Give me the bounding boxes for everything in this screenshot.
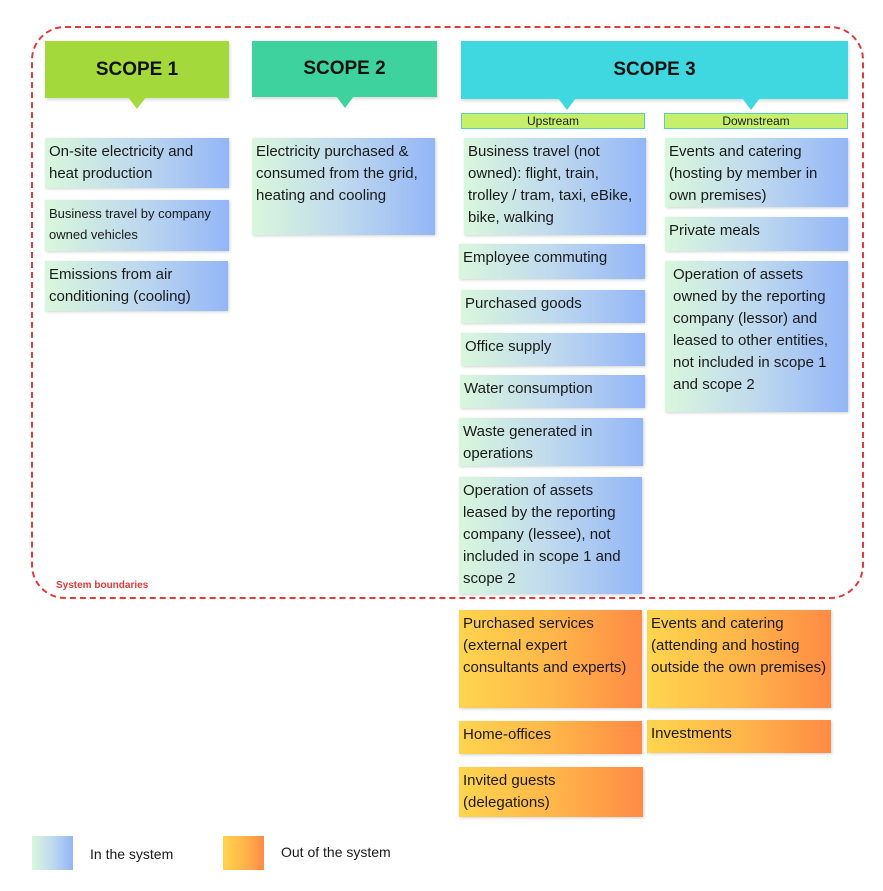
outside-upstream-item: Purchased services (external expert cons… bbox=[459, 610, 642, 708]
legend-out-label: Out of the system bbox=[281, 844, 391, 860]
upstream-item: Employee commuting bbox=[459, 244, 645, 279]
upstream-item: Waste generated in operations bbox=[459, 418, 643, 466]
legend-in-label: In the system bbox=[90, 846, 174, 862]
outside-downstream-item: Investments bbox=[647, 720, 831, 753]
upstream-item: Business travel (not owned): flight, tra… bbox=[464, 138, 646, 235]
upstream-item: Office supply bbox=[461, 333, 645, 366]
scope2-header: SCOPE 2 bbox=[252, 41, 437, 108]
scope3-title: SCOPE 3 bbox=[613, 59, 696, 80]
scope1-title: SCOPE 1 bbox=[95, 58, 179, 80]
outside-upstream-item: Invited guests (delegations) bbox=[459, 767, 643, 817]
scope2-item: Electricity purchased & consumed from th… bbox=[252, 138, 435, 235]
scope3-upstream-pointer bbox=[558, 98, 576, 110]
scope1-item: Business travel by company owned vehicle… bbox=[45, 200, 229, 251]
scope1-item: Emissions from air conditioning (cooling… bbox=[45, 261, 228, 311]
downstream-item: Operation of assets owned by the reporti… bbox=[665, 261, 848, 412]
downstream-item: Events and catering (hosting by member i… bbox=[665, 138, 848, 207]
upstream-item: Water consumption bbox=[460, 375, 645, 408]
legend-out-swatch bbox=[223, 836, 264, 870]
scope1-pointer bbox=[128, 97, 146, 109]
scope1-header: SCOPE 1 bbox=[45, 41, 229, 109]
upstream-item: Purchased goods bbox=[461, 290, 645, 323]
scope3-header: SCOPE 3 bbox=[461, 41, 848, 110]
scope2-title: SCOPE 2 bbox=[303, 58, 386, 79]
system-boundary-label: System boundaries bbox=[56, 580, 149, 591]
outside-downstream-item: Events and catering (attending and hosti… bbox=[647, 610, 831, 708]
upstream-item: Operation of assets leased by the report… bbox=[459, 477, 642, 594]
scope1-item: On-site electricity and heat production bbox=[45, 138, 229, 188]
system-boundary bbox=[31, 26, 864, 599]
outside-upstream-item: Home-offices bbox=[459, 721, 642, 754]
scope2-pointer bbox=[335, 96, 354, 108]
downstream-label: Downstream bbox=[664, 113, 848, 129]
scope3-downstream-pointer bbox=[742, 98, 760, 110]
legend-in-swatch bbox=[32, 836, 73, 870]
upstream-label: Upstream bbox=[461, 113, 645, 129]
downstream-item: Private meals bbox=[665, 217, 848, 251]
